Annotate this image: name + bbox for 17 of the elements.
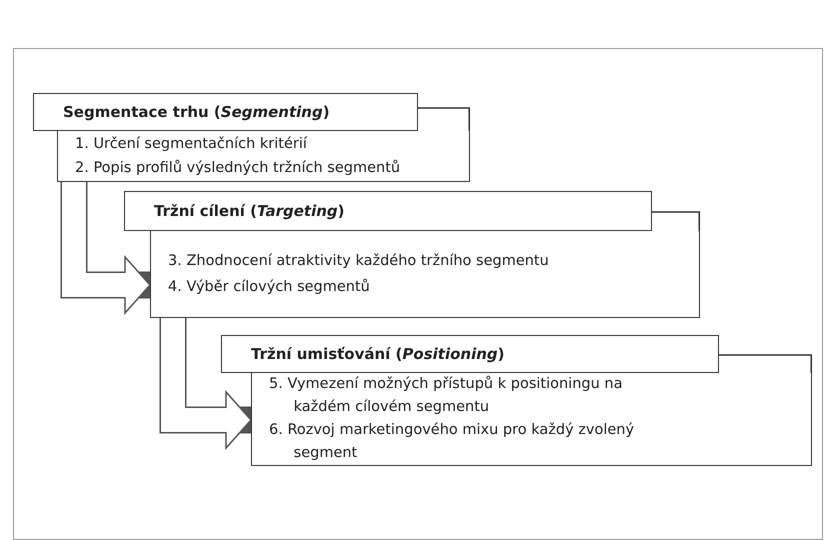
stage-header-box <box>221 335 719 373</box>
step-item: 3. Zhodnocení atraktivity každého tržního segmentu <box>168 252 550 271</box>
step-list-panel <box>251 373 812 466</box>
step-item: 1. Určení segmentačních kritérií <box>75 135 308 154</box>
block-arrow <box>60 182 151 314</box>
stage-header-box <box>124 191 652 231</box>
step-item: 4. Výběr cílových segmentů <box>168 278 371 297</box>
stage-header-box <box>33 93 418 131</box>
stage-title: Tržní umisťování (Positioning) <box>251 345 504 363</box>
step-list-panel <box>150 231 700 318</box>
stage-title: Tržní cílení (Targeting) <box>154 202 344 220</box>
block-arrow <box>160 318 252 449</box>
step-item: 6. Rozvoj marketingového mixu pro každý zvolený segment <box>269 421 636 463</box>
step-item: 2. Popis profilů výsledných tržních segmentů <box>75 158 402 178</box>
step-list-panel <box>57 131 470 182</box>
stage-title: Segmentace trhu (Segmenting) <box>63 103 330 121</box>
step-item: 5. Vymezení možných přístupů k positioningu na každém cílovém segmentu <box>269 374 624 417</box>
